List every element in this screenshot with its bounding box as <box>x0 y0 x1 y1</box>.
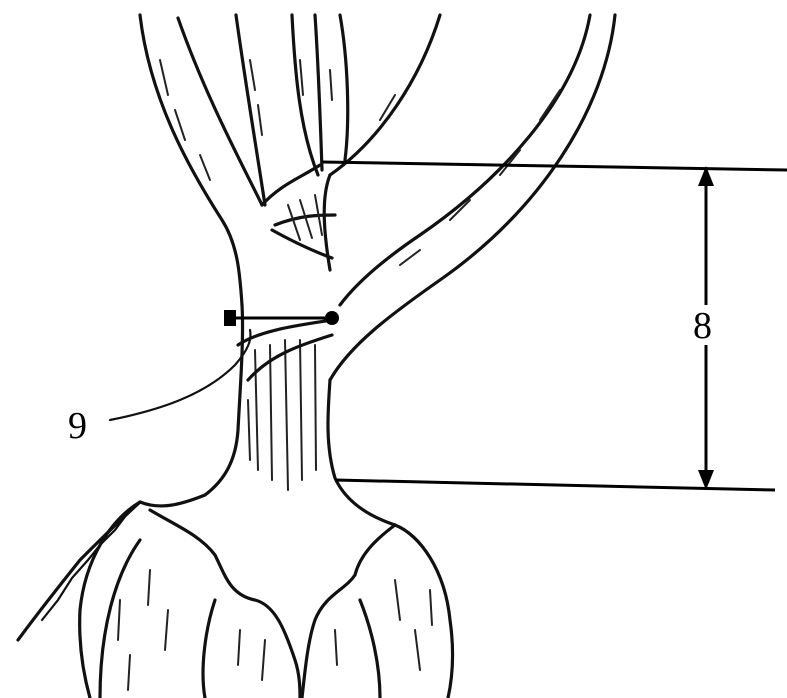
tie-marker <box>110 310 339 420</box>
tie-label: 9 <box>68 405 87 447</box>
height-dimension <box>322 162 787 490</box>
leaf-sheaths <box>140 15 615 380</box>
height-label: 8 <box>693 305 712 347</box>
bulb <box>18 495 453 698</box>
